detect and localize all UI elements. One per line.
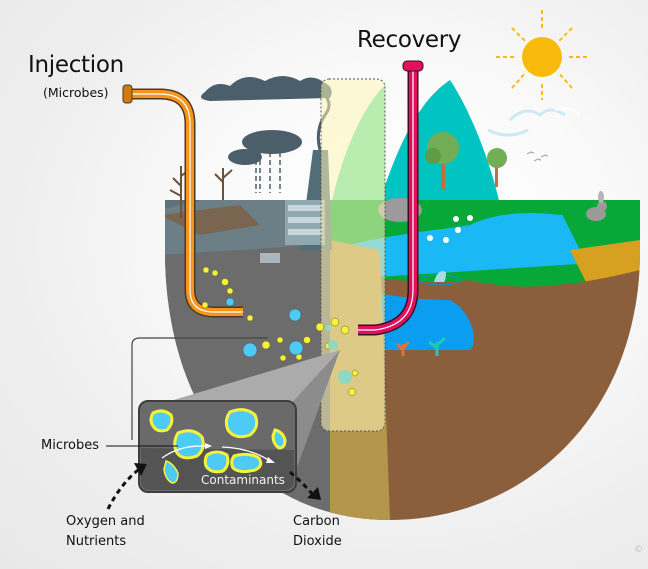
coral-icon xyxy=(428,336,446,356)
rain-icon xyxy=(255,152,281,193)
callout-line xyxy=(131,337,268,440)
flowers-icon xyxy=(427,215,473,243)
arrowhead-icon xyxy=(205,443,212,449)
treatment-zone-highlight xyxy=(320,78,386,432)
treated-particles xyxy=(325,325,352,384)
arrowhead-icon xyxy=(266,457,275,463)
carbon-dioxide-label: Carbon Dioxide xyxy=(293,512,342,552)
drain-pipe-icon xyxy=(260,253,280,263)
copyright-symbol: © xyxy=(634,545,643,555)
recovery-pipe xyxy=(358,60,424,336)
microbe-particles xyxy=(201,266,359,396)
contaminants-label: Contaminants xyxy=(201,473,285,487)
oxygen-label-line2: Nutrients xyxy=(66,534,127,549)
smoke-cloud-icon xyxy=(201,76,332,165)
co2-arrow-icon xyxy=(289,470,321,500)
inset-contaminants xyxy=(149,408,287,484)
injection-pipe xyxy=(122,84,243,318)
recovery-label: Recovery xyxy=(357,27,462,53)
coral-icon xyxy=(395,340,411,356)
tree-icon xyxy=(487,148,507,187)
cloud-icon xyxy=(554,107,581,116)
contaminant-particles xyxy=(225,297,304,358)
sun-icon xyxy=(496,10,590,100)
cloud-icon xyxy=(487,108,566,137)
tree-icon xyxy=(425,132,459,190)
zoom-cone xyxy=(157,350,340,405)
fish-icon xyxy=(419,271,461,286)
zoom-cone-side xyxy=(290,350,340,470)
dead-tree-icon xyxy=(169,166,233,218)
oxygen-label-line1: Oxygen and xyxy=(66,514,145,529)
birds-icon xyxy=(526,151,549,162)
carbon-label-line2: Dioxide xyxy=(293,534,342,549)
flow-arrow-icon xyxy=(161,445,271,462)
rabbit-icon xyxy=(586,191,607,221)
microbes-label: Microbes xyxy=(41,438,100,453)
oxygen-arrow-icon xyxy=(106,463,147,510)
injection-label: Injection xyxy=(28,52,124,78)
carbon-label-line1: Carbon xyxy=(293,514,340,529)
injection-sublabel: (Microbes) xyxy=(43,85,109,100)
oxygen-label: Oxygen and Nutrients xyxy=(66,512,145,552)
